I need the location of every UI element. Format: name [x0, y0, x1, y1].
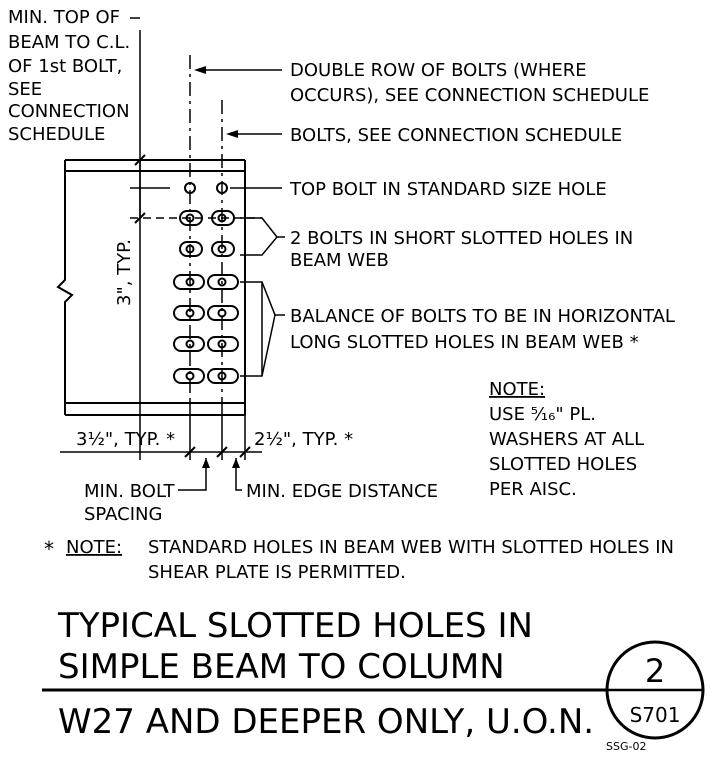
- dimension-ticks: [134, 154, 251, 458]
- min-top-label: SCHEDULE: [8, 124, 105, 145]
- detail-reference-bubble: [605, 640, 705, 740]
- footnote-star: *: [44, 537, 54, 561]
- bolts-label: BOLTS, SEE CONNECTION SCHEDULE: [290, 125, 622, 146]
- min-top-label: MIN. TOP OF: [8, 7, 120, 28]
- side-note-line: USE ⁵⁄₁₆" PL.: [489, 404, 596, 425]
- short-slot-hole: [211, 241, 235, 257]
- bolt-centerlines: [189, 55, 223, 400]
- footnote-line: SHEAR PLATE IS PERMITTED.: [148, 562, 406, 583]
- min-bolt-spacing-label: SPACING: [84, 504, 162, 525]
- bolt-holes: [173, 182, 239, 384]
- leader-lines: [60, 17, 285, 491]
- long-slot-hole: [173, 336, 205, 352]
- side-note-heading: NOTE:: [489, 379, 545, 400]
- short-slot-label: BEAM WEB: [290, 250, 389, 271]
- min-bolt-spacing-label: MIN. BOLT: [84, 481, 175, 502]
- sheet-number: S701: [630, 703, 681, 727]
- edge-dimension-label: 2½", TYP. *: [254, 429, 353, 450]
- top-bolt-hole-right: [216, 182, 228, 194]
- double-row-label: DOUBLE ROW OF BOLTS (WHERE: [290, 60, 587, 81]
- footnote-heading: NOTE:: [66, 537, 122, 558]
- top-bolt-label: TOP BOLT IN STANDARD SIZE HOLE: [289, 179, 607, 200]
- footnote-line: STANDARD HOLES IN BEAM WEB WITH SLOTTED …: [148, 537, 674, 558]
- spacing-dimension-label: 3", TYP.: [114, 239, 135, 306]
- edge-dimension-label: 3½", TYP. *: [76, 429, 175, 450]
- reference-dashes: [130, 187, 262, 219]
- side-note-line: SLOTTED HOLES: [489, 454, 637, 475]
- long-slot-label: BALANCE OF BOLTS TO BE IN HORIZONTAL: [290, 306, 675, 327]
- min-top-label: BEAM TO C.L.: [8, 32, 130, 53]
- top-bolt-hole-left: [184, 182, 196, 194]
- short-slot-hole: [179, 241, 203, 257]
- arrowheads: [194, 66, 240, 468]
- long-slot-hole: [173, 305, 205, 321]
- long-slot-hole: [173, 274, 205, 290]
- min-top-label: SEE: [8, 79, 42, 100]
- side-note-line: PER AISC.: [489, 479, 577, 500]
- centerline-extensions: [139, 30, 246, 460]
- title-line: W27 AND DEEPER ONLY, U.O.N.: [58, 702, 594, 742]
- min-edge-distance-label: MIN. EDGE DISTANCE: [246, 481, 438, 502]
- long-slot-hole: [207, 368, 239, 384]
- long-slot-hole: [207, 336, 239, 352]
- detail-number: 2: [645, 652, 665, 690]
- title-line: TYPICAL SLOTTED HOLES IN: [57, 606, 533, 646]
- side-note-line: WASHERS AT ALL: [489, 429, 644, 450]
- long-slot-hole: [173, 368, 205, 384]
- short-slot-label: 2 BOLTS IN SHORT SLOTTED HOLES IN: [290, 228, 633, 249]
- short-slot-hole: [179, 210, 203, 226]
- long-slot-hole: [207, 274, 239, 290]
- beam-outline: [56, 159, 246, 416]
- detail-code: SSG-02: [606, 740, 646, 753]
- long-slot-label: LONG SLOTTED HOLES IN BEAM WEB *: [290, 332, 639, 353]
- title-line: SIMPLE BEAM TO COLUMN: [58, 647, 505, 687]
- short-slot-hole: [211, 210, 235, 226]
- long-slot-hole: [207, 305, 239, 321]
- double-row-label: OCCURS), SEE CONNECTION SCHEDULE: [290, 85, 649, 106]
- min-top-label: CONNECTION: [8, 101, 130, 122]
- min-top-label: OF 1st BOLT,: [8, 56, 122, 77]
